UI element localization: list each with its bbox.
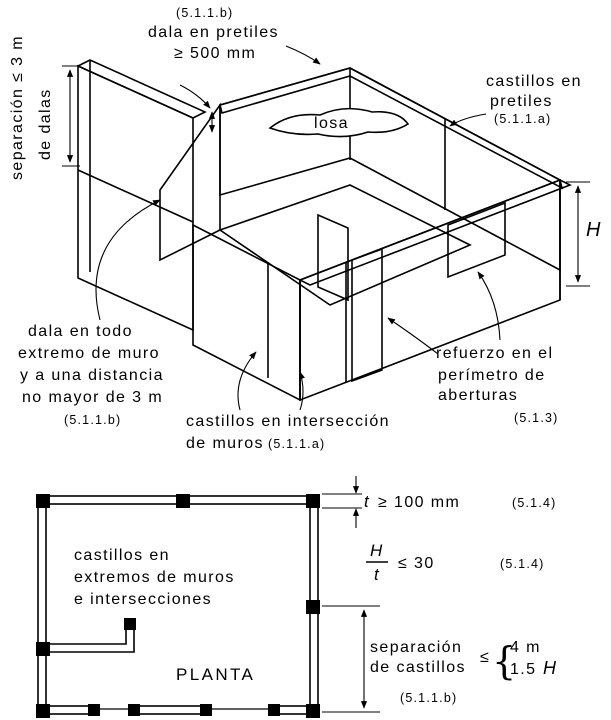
- thickness-t: t: [364, 492, 370, 511]
- dala-pretiles-ref: (5.1.1.b): [176, 6, 233, 20]
- separacion-dalas-line2: de dalas: [37, 88, 54, 160]
- refuerzo-ref: (5.1.3): [514, 411, 559, 425]
- ratio-numerator: H: [370, 541, 384, 560]
- dala-pretiles-line1: dala en pretiles: [148, 24, 279, 41]
- interior-floor: [218, 184, 472, 306]
- thickness-text: ≥ 100 mm: [378, 494, 460, 511]
- castillos-sep-brace: {: [492, 639, 516, 683]
- refuerzo-leader-2: [477, 271, 501, 341]
- plan-partition: [46, 621, 135, 653]
- back-left-wall: [159, 102, 221, 262]
- plan-castillo: [200, 704, 212, 716]
- castillos-sep-opt1: 4 m: [510, 639, 541, 656]
- castillos-extremos-line3: e intersecciones: [74, 591, 212, 608]
- castillos-sep-line2: de castillos: [370, 659, 466, 676]
- plan-castillo: [36, 704, 50, 718]
- dala-extremo-ref: (5.1.1.b): [64, 413, 121, 427]
- plan-castillo: [88, 704, 100, 716]
- castillos-pretiles-line2: pretiles: [490, 93, 553, 110]
- dala-pretiles-leader-2: [179, 84, 211, 109]
- plan-castillo: [176, 494, 190, 508]
- ratio-ref: (5.1.4): [500, 557, 545, 571]
- castillos-interseccion-leader-2: [299, 371, 305, 411]
- castillos-pretiles-line1: castillos en: [486, 73, 582, 90]
- castillos-interseccion-line1: castillos en intersección: [186, 413, 390, 430]
- castillos-interseccion-line2: de muros: [186, 435, 264, 452]
- castillos-pretiles-leader: [449, 113, 487, 127]
- castillos-extremos-line1: castillos en: [74, 547, 170, 564]
- front-left-wall: [192, 223, 301, 402]
- castillos-pretiles-ref: (5.1.1.a): [494, 112, 551, 126]
- refuerzo-line2: perímetro de: [438, 367, 546, 384]
- thickness-ref: (5.1.4): [512, 496, 557, 510]
- interior-partition: [317, 213, 349, 302]
- plan-castillo: [36, 642, 50, 656]
- plan-castillo: [306, 704, 320, 718]
- dala-extremo-leader: [95, 199, 161, 321]
- losa-label: losa: [314, 115, 349, 132]
- plan-castillo: [124, 618, 136, 630]
- plan-castillo: [36, 494, 50, 508]
- castillos-sep-opt2-num: 1.5: [510, 661, 536, 678]
- dala-extremo-line4: no mayor de 3 m: [22, 389, 163, 406]
- isometric-view: losa (5.1.1.b) dala en pretiles ≥ 500 mm…: [9, 6, 602, 452]
- dala-extremo-line2: extremo de muro: [18, 345, 160, 362]
- castillos-interseccion-ref: (5.1.1.a): [268, 437, 325, 451]
- H-label: H: [586, 219, 602, 241]
- refuerzo-line1: refuerzo en el: [436, 345, 553, 362]
- castillos-interseccion-leader-1: [237, 351, 257, 411]
- castillos-extremos-line2: extremos de muros: [74, 569, 235, 586]
- window-opening: [447, 201, 506, 279]
- plan-title: PLANTA: [176, 665, 255, 684]
- castillos-sep-opt2-var: H: [543, 658, 557, 678]
- plan-castillo: [306, 600, 320, 614]
- plan-castillo: [268, 704, 280, 716]
- dala-pretiles-leader: [285, 45, 321, 65]
- refuerzo-leader-1: [387, 317, 439, 355]
- plan-door-gap: [96, 704, 130, 716]
- castillos-sep-leq: ≤: [480, 649, 490, 666]
- plan-castillo: [128, 704, 140, 716]
- dala-extremo-line1: dala en todo: [28, 323, 133, 340]
- separacion-dalas-line1: separación ≤ 3 m: [9, 35, 26, 180]
- left-end-wall: [77, 64, 194, 332]
- dala-pretiles-line2: ≥ 500 mm: [174, 45, 256, 62]
- left-end-wall-edge: [76, 59, 207, 119]
- left-end-wall-dala: [77, 169, 194, 223]
- refuerzo-line3: aberturas: [438, 387, 518, 404]
- door-opening: [351, 247, 383, 383]
- castillos-sep-line1: separación: [370, 639, 462, 656]
- plan-castillo: [306, 494, 320, 508]
- castillos-sep-ref: (5.1.1.b): [400, 691, 457, 705]
- front-right-wall-top: [298, 179, 572, 286]
- losa-slab: [268, 107, 410, 138]
- ratio-denominator: t: [374, 565, 380, 584]
- ratio-text: ≤ 30: [398, 555, 435, 572]
- plan-window-gap: [208, 704, 270, 716]
- dala-extremo-line3: y a una distancia: [20, 367, 164, 384]
- plan-view: castillos en extremos de muros e interse…: [36, 476, 557, 718]
